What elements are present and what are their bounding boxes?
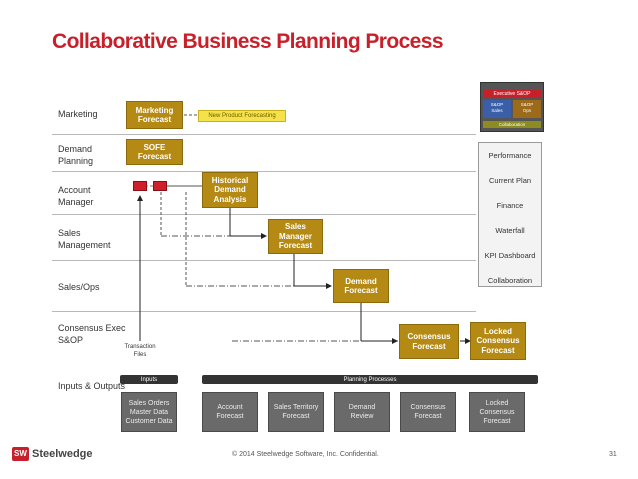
panel-item-collaboration: Collaboration <box>487 276 533 285</box>
new-product-forecasting-box: New Product Forecasting <box>198 110 286 122</box>
panel-item-finance: Finance <box>496 201 524 210</box>
lane-divider <box>52 171 476 172</box>
output-demand-review: Demand Review <box>334 392 390 432</box>
transaction-files-label: Transaction Files <box>124 344 156 358</box>
legend-sop-sales: S&OP Sales <box>483 100 511 118</box>
demand-forecast-box: Demand Forecast <box>333 269 389 303</box>
panel-item-kpi-dashboard: KPI Dashboard <box>484 251 536 260</box>
sop-legend: Executive S&OP S&OP Sales S&OP Ops Colla… <box>480 82 544 132</box>
historical-demand-analysis-box: Historical Demand Analysis <box>202 172 258 208</box>
input-marker-square <box>153 181 167 191</box>
lane-label-inputs-outputs: Inputs & Outputs <box>58 381 126 391</box>
copyright-text: © 2014 Steelwedge Software, Inc. Confide… <box>232 451 379 458</box>
lane-divider <box>52 260 476 261</box>
logo-text: Steelwedge <box>32 448 93 460</box>
side-panel: Performance Current Plan Finance Waterfa… <box>478 142 542 287</box>
lane-label-account-manager: Account Manager <box>58 185 94 207</box>
input-marker-square <box>133 181 147 191</box>
lane-label-sales-ops: Sales/Ops <box>58 282 100 292</box>
inputs-bar: Inputs <box>120 375 178 384</box>
lane-label-consensus-exec: Consensus Exec S&OP <box>58 323 126 345</box>
page-title: Collaborative Business Planning Process <box>52 30 444 53</box>
lane-label-sales-management: Sales Management <box>58 228 111 250</box>
lane-divider <box>52 134 476 135</box>
lane-divider <box>52 311 476 312</box>
output-account-forecast: Account Forecast <box>202 392 258 432</box>
panel-item-current-plan: Current Plan <box>488 176 532 185</box>
input-data-box: Sales Orders Master Data Customer Data <box>121 392 177 432</box>
lane-label-marketing: Marketing <box>58 109 98 119</box>
legend-collaboration: Collaboration <box>483 121 541 128</box>
sofe-forecast-box: SOFE Forecast <box>126 139 183 165</box>
output-consensus-forecast: Consensus Forecast <box>400 392 456 432</box>
lane-divider <box>52 214 476 215</box>
legend-sop-ops: S&OP Ops <box>513 100 541 118</box>
page-number: 31 <box>609 451 617 458</box>
marketing-forecast-box: Marketing Forecast <box>126 101 183 129</box>
planning-processes-bar: Planning Processes <box>202 375 538 384</box>
logo-badge: SW <box>12 447 29 461</box>
sales-manager-forecast-box: Sales Manager Forecast <box>268 219 323 254</box>
locked-consensus-forecast-box: Locked Consensus Forecast <box>470 322 526 360</box>
consensus-forecast-box: Consensus Forecast <box>399 324 459 359</box>
panel-item-waterfall: Waterfall <box>495 226 525 235</box>
output-sales-territory-forecast: Sales Territory Forecast <box>268 392 324 432</box>
legend-executive-sop: Executive S&OP <box>483 90 541 98</box>
panel-item-performance: Performance <box>488 151 532 160</box>
lane-label-demand-planning: Demand Planning <box>58 144 94 166</box>
output-locked-consensus-forecast: Locked Consensus Forecast <box>469 392 525 432</box>
